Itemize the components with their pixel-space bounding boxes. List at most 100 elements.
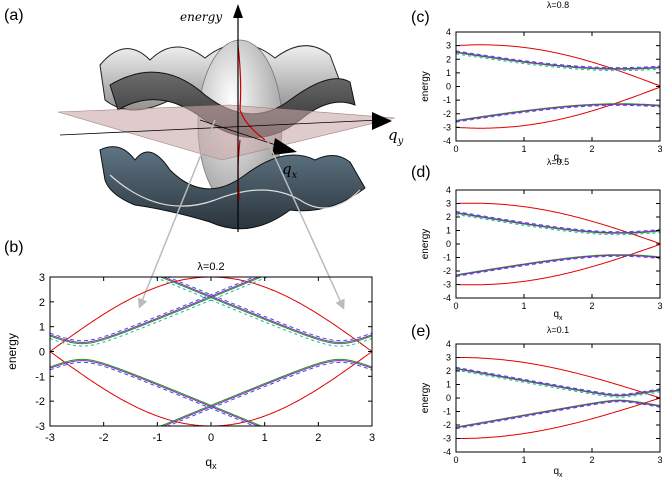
- ytick-label-c: -1: [443, 95, 451, 105]
- xlabel-b: qx: [205, 455, 217, 471]
- ytick-label-d: -2: [443, 266, 451, 276]
- series-e-exact-lower: [456, 397, 660, 439]
- ytick-label-d: 0: [446, 239, 451, 249]
- ytick-label-d: -3: [443, 280, 451, 290]
- xtick-label-c: 3: [657, 144, 662, 154]
- xtick-label-e: 3: [657, 455, 662, 465]
- series-b-dirac-0-up: [50, 277, 263, 345]
- series-c-dirac-0-dn: [456, 103, 660, 121]
- series-b-dirac-0-dn-approx: [50, 361, 256, 426]
- panel-label-e: (e): [411, 323, 431, 340]
- xtick-label-e: 1: [521, 455, 526, 465]
- ylabel-c: energy: [420, 71, 431, 102]
- ytick-label-b: 0: [39, 347, 45, 359]
- ytick-label-d: -4: [443, 293, 451, 303]
- chart-title-b: λ=0.2: [197, 261, 224, 273]
- xtick-label-b: 3: [369, 432, 375, 444]
- xtick-label-d: 3: [657, 301, 662, 311]
- ytick-label-e: 1: [446, 380, 451, 390]
- series-c-exact-lower: [456, 86, 660, 129]
- ytick-label-e: 4: [446, 339, 451, 349]
- ytick-label-d: 2: [446, 212, 451, 222]
- ytick-label-b: 1: [39, 322, 45, 334]
- ytick-label-b: -3: [35, 421, 45, 433]
- series-b-dirac-0-up-mix: [50, 277, 260, 343]
- ytick-label-c: 1: [446, 68, 451, 78]
- ytick-label-d: -1: [443, 253, 451, 263]
- series-b-dirac-1-dn: [159, 358, 372, 426]
- xtick-label-c: 2: [589, 144, 594, 154]
- series-c-dirac-0-up-approx: [456, 50, 660, 69]
- qx-axis-label: qx: [282, 160, 298, 181]
- series-e-dirac-0-up-approx2: [456, 369, 660, 398]
- curves-d: [456, 202, 660, 286]
- qx-axis: [199, 119, 286, 149]
- series-d-exact-lower: [456, 243, 660, 286]
- series-e-dirac-0-dn-approx: [456, 401, 660, 430]
- ylabel-e: energy: [420, 383, 431, 414]
- xtick-label-c: 0: [453, 144, 458, 154]
- xtick-label-b: 0: [208, 432, 214, 444]
- series-b-dirac-0-up-approx: [50, 277, 256, 342]
- cut-line-upper: [237, 44, 266, 141]
- panel-label-c: (c): [411, 9, 430, 26]
- xtick-label-e: 2: [589, 455, 594, 465]
- ytick-label-c: -3: [443, 122, 451, 132]
- panel-label-d: (d): [411, 164, 431, 181]
- series-e-dirac-0-dn: [456, 399, 660, 428]
- arrow-to-right-cone: [267, 141, 345, 310]
- ytick-label-c: 4: [446, 27, 451, 37]
- series-b-dirac-1-up-approx2: [153, 277, 372, 347]
- xtick-label-b: -3: [45, 432, 55, 444]
- curves-e: [456, 357, 660, 439]
- ytick-label-c: 0: [446, 82, 451, 92]
- plot-frame-d: [455, 189, 661, 299]
- xtick-label-d: 2: [589, 301, 594, 311]
- series-d-dirac-0-dn-mix: [456, 254, 660, 277]
- chart-title-d: λ=0.5: [547, 157, 569, 167]
- ytick-label-c: -2: [443, 109, 451, 119]
- series-c-exact-upper: [456, 44, 660, 87]
- ytick-label-d: 3: [446, 199, 451, 209]
- series-c-dirac-0-dn-mix: [456, 103, 660, 122]
- series-b-dirac-1-dn-mix: [162, 360, 372, 426]
- series-e-dirac-0-up: [456, 368, 660, 397]
- xlabel-d: qx: [553, 309, 563, 322]
- panel-label-b: (b): [4, 239, 24, 256]
- xlabel-c: qx: [553, 152, 563, 165]
- ytick-label-b: 3: [39, 272, 45, 284]
- ytick-label-e: -2: [443, 420, 451, 430]
- ytick-label-e: 2: [446, 366, 451, 376]
- xtick-label-e: 0: [453, 455, 458, 465]
- series-b-exact-upper: [50, 277, 372, 352]
- chart-title-e: λ=0.1: [547, 325, 569, 335]
- energy-axis-label-3d: energy: [180, 10, 222, 24]
- xlabel-e: qx: [553, 466, 563, 479]
- qy-axis: [59, 119, 381, 136]
- plot-frame-e: [455, 343, 661, 453]
- lower-band-rim: [109, 174, 361, 209]
- series-c-dirac-0-up-mix: [456, 51, 660, 70]
- qx-axis-arrowhead: [272, 138, 297, 155]
- series-b-dirac-0-up-approx2: [50, 277, 269, 347]
- series-b-dirac-1-up-approx: [166, 277, 372, 342]
- energy-axis-arrowhead: [233, 4, 243, 18]
- series-e-dirac-0-up-approx: [456, 366, 660, 395]
- ytick-label-b: 2: [39, 297, 45, 309]
- xtick-label-b: -1: [152, 432, 162, 444]
- panel-label-a: (a): [4, 7, 24, 24]
- series-e-dirac-0-dn-mix: [456, 400, 660, 429]
- ytick-label-d: 1: [446, 226, 451, 236]
- xtick-label-d: 1: [521, 301, 526, 311]
- ytick-label-c: 3: [446, 41, 451, 51]
- qy-axis-arrowhead: [372, 112, 392, 130]
- series-d-dirac-0-up-mix: [456, 211, 660, 234]
- series-c-dirac-0-up: [456, 52, 660, 70]
- ytick-label-e: -3: [443, 434, 451, 444]
- series-b-dirac-1-up-mix: [162, 277, 372, 343]
